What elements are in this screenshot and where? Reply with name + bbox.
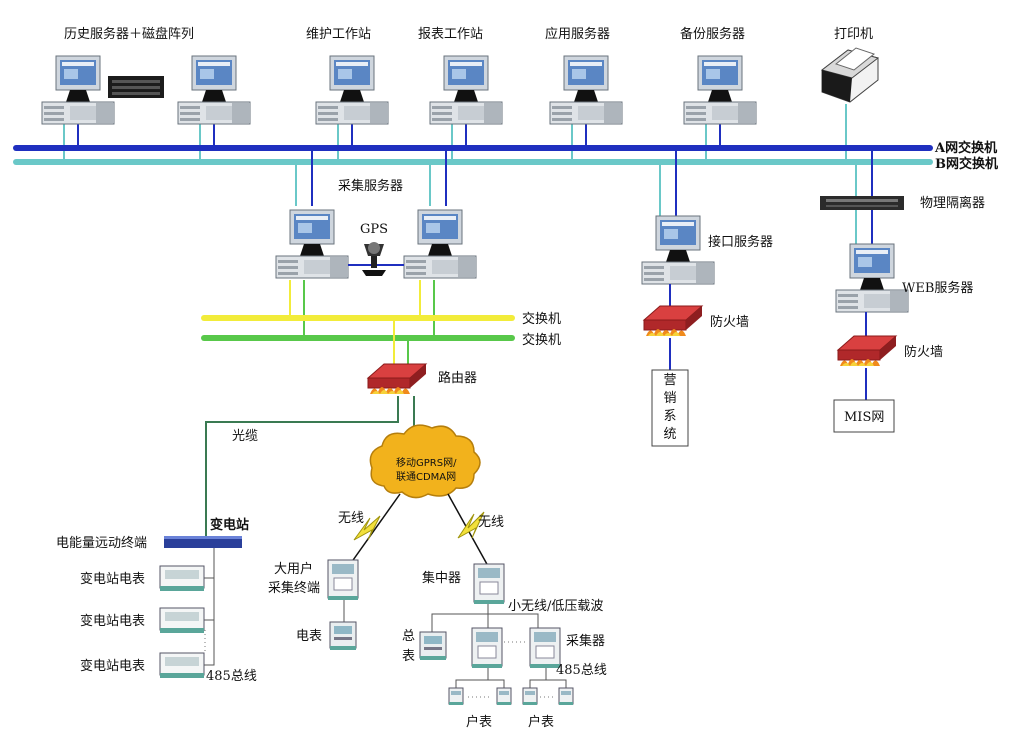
- interface-server-label: 接口服务器: [708, 234, 773, 250]
- bus-485-a-label: 485总线: [206, 669, 257, 684]
- cloud-line1: 移动GPRS网/: [396, 456, 457, 469]
- maintenance-label: 维护工作站: [306, 27, 371, 42]
- big-user-label-2: 采集终端: [268, 580, 320, 596]
- firewall-1-label: 防火墙: [710, 314, 749, 330]
- collect-server-label: 采集服务器: [338, 178, 403, 194]
- big-user-terminal-icon: [327, 559, 359, 601]
- b-switch-label: B网交换机: [935, 156, 998, 172]
- disk-array-icon: [108, 76, 164, 98]
- total-meter-label-1: 总: [402, 629, 415, 644]
- substation-meter-3-icon: [159, 652, 205, 679]
- collect-to-switch-lines: [289, 280, 435, 338]
- collector-label: 采集器: [566, 633, 605, 649]
- bus-485-b-label: 485总线: [556, 663, 607, 678]
- router-icon: [367, 363, 427, 395]
- switch-1-label: 交换机: [522, 311, 561, 327]
- collector-2-icon: [529, 627, 561, 669]
- meter-label: 电表: [296, 629, 322, 644]
- bus-485-a-line: [206, 548, 215, 666]
- cloud-icon: [369, 424, 481, 499]
- isolator-label: 物理隔离器: [920, 195, 985, 211]
- router-lines: [393, 318, 409, 366]
- collector-1-icon: [471, 627, 503, 669]
- household-meter-4-icon: [558, 687, 574, 706]
- meter-icon: [329, 621, 357, 651]
- web-server-label: WEB服务器: [902, 280, 973, 296]
- isolator-drop-lines: [855, 148, 873, 196]
- total-meter-icon: [419, 631, 447, 661]
- collect-server-2-icon: [403, 209, 477, 279]
- household-meter-1-icon: [448, 687, 464, 706]
- collect-drop-lines: [295, 148, 447, 206]
- wireless-2-label: 无线: [478, 515, 504, 530]
- printer-icon: [820, 47, 880, 103]
- app-server-icon: [549, 55, 623, 125]
- fiber-label: 光缆: [232, 428, 258, 444]
- switch-2-label: 交换机: [522, 332, 561, 348]
- substation-meter-2-icon: [159, 607, 205, 634]
- firewall-2-label: 防火墙: [904, 344, 943, 360]
- small-wireless-label: 小无线/低压载波: [508, 599, 603, 614]
- history-server-label: 历史服务器＋磁盘阵列: [64, 26, 194, 42]
- backup-server-icon: [683, 55, 757, 125]
- mis-box: [833, 399, 895, 433]
- concentrator-branch: [431, 604, 489, 632]
- household-label-2: 户表: [528, 714, 554, 730]
- web-server-icon: [835, 243, 909, 313]
- household-label-1: 户表: [466, 714, 492, 730]
- collect-server-1-icon: [275, 209, 349, 279]
- terminal-label: 电能量远动终端: [56, 535, 147, 551]
- interface-server-icon: [641, 215, 715, 285]
- concentrator-label: 集中器: [422, 570, 461, 586]
- substation-meter-3-label: 变电站电表: [80, 658, 145, 674]
- mis-label: MIS网: [844, 410, 884, 425]
- printer-label: 打印机: [834, 27, 873, 42]
- substation-meter-2-label: 变电站电表: [80, 613, 145, 629]
- marketing-label: 营销系统: [663, 373, 677, 442]
- interface-drop-lines: [659, 148, 677, 216]
- history-server-2-icon: [177, 55, 251, 125]
- isolator-icon: [820, 196, 904, 210]
- terminal-icon: [164, 536, 242, 548]
- wireless-1-icon: [353, 515, 381, 541]
- gps-label: GPS: [360, 222, 388, 237]
- household-meter-2-icon: [496, 687, 512, 706]
- firewall-1-icon: [643, 305, 703, 337]
- concentrator-icon: [473, 563, 505, 605]
- big-user-label-1: 大用户: [274, 561, 313, 577]
- cloud-line2: 联通CDMA网: [396, 471, 456, 483]
- history-server-icon: [41, 55, 115, 125]
- report-label: 报表工作站: [418, 27, 483, 42]
- backup-server-label: 备份服务器: [680, 26, 745, 42]
- wireless-2-icon: [457, 511, 485, 539]
- maintenance-workstation-icon: [315, 55, 389, 125]
- marketing-label-wrap: 营销系统: [663, 373, 677, 442]
- a-switch-label: A网交换机: [934, 140, 997, 156]
- household-meter-3-icon: [522, 687, 538, 706]
- firewall-2-icon: [837, 335, 897, 367]
- router-label: 路由器: [438, 370, 477, 386]
- substation-label: 变电站: [210, 517, 249, 533]
- marketing-box: [651, 369, 689, 447]
- fiber-line: [205, 396, 399, 537]
- gps-icon: [362, 242, 386, 276]
- top-drop-lines: [63, 104, 847, 162]
- substation-meter-1-label: 变电站电表: [80, 571, 145, 587]
- substation-meter-1-icon: [159, 565, 205, 592]
- total-meter-label-2: 表: [402, 649, 415, 664]
- report-workstation-icon: [429, 55, 503, 125]
- wireless-1-label: 无线: [338, 511, 364, 526]
- app-server-label: 应用服务器: [545, 26, 610, 42]
